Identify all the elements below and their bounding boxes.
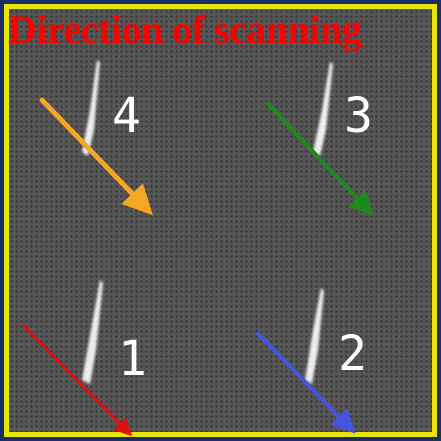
page-title: Direction of scanning [8,7,362,52]
scan-image [4,4,437,437]
panel-label-4: 4 [112,88,141,144]
panel-4: 4 [39,60,153,216]
panel-label-1: 1 [118,331,147,387]
panel-3: 3 [266,62,374,216]
panel-label-2: 2 [338,326,367,382]
orange-arrow [39,97,153,216]
white-streak [305,288,324,384]
red-arrow [22,324,133,437]
white-streak [82,60,100,156]
panel-label-3: 3 [344,88,373,144]
panel-2: 2 [256,288,367,434]
white-streak [313,62,333,156]
white-streak [82,280,103,384]
blue-arrow [256,332,356,434]
green-arrow [266,102,374,216]
panel-1: 1 [22,280,147,437]
